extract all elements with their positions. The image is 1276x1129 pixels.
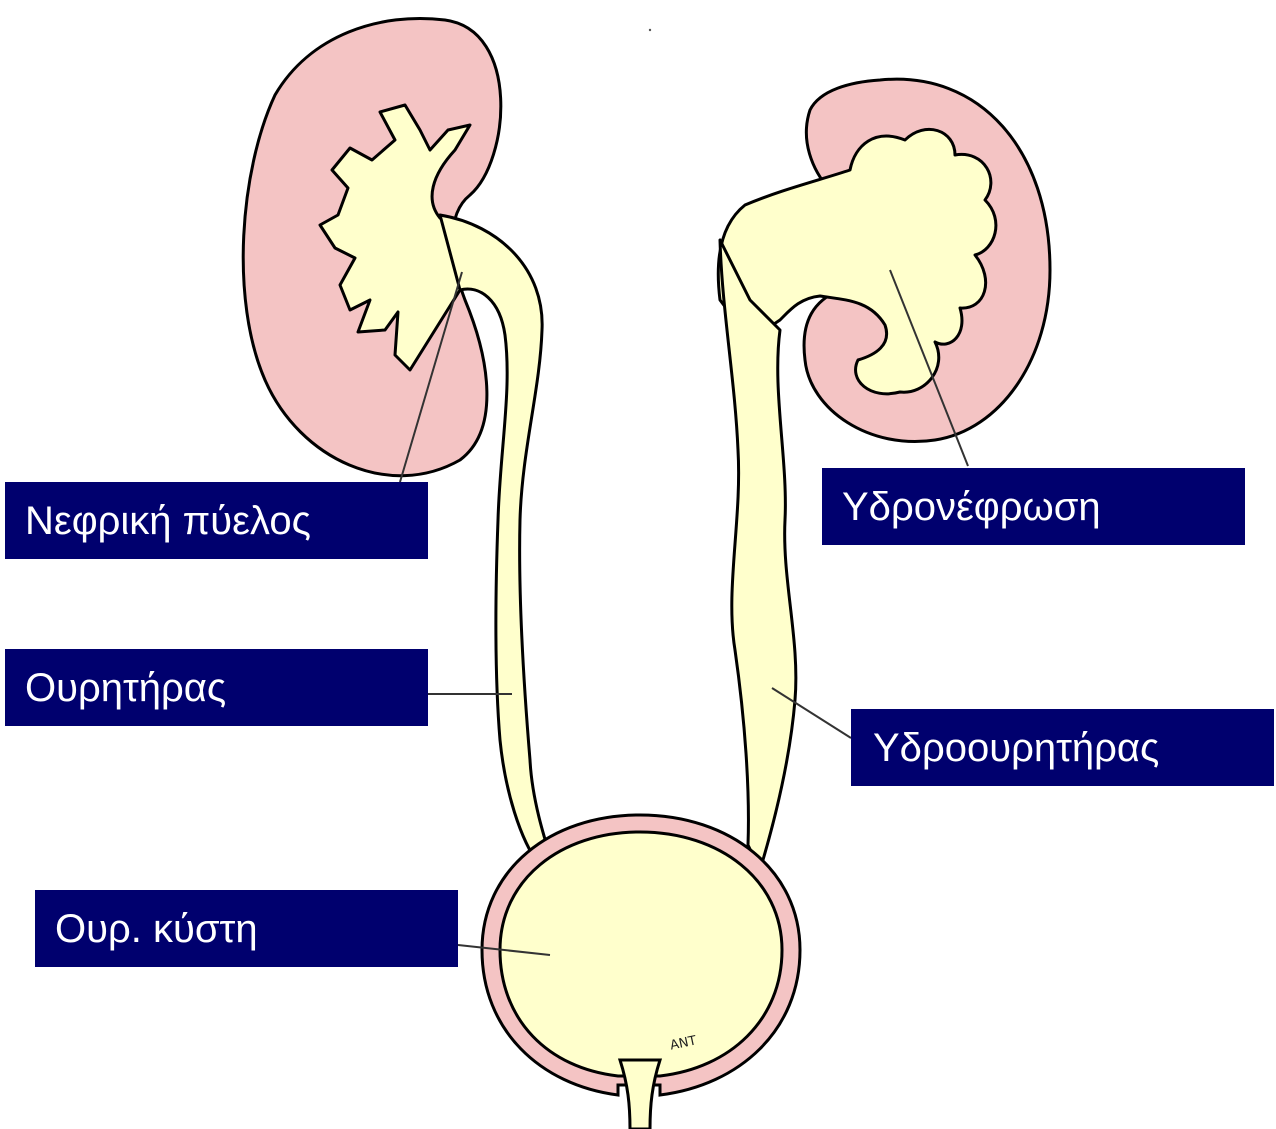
label-bladder: Ουρ. κύστη bbox=[35, 890, 458, 967]
label-hydronephrosis-text: Υδρονέφρωση bbox=[842, 487, 1101, 527]
label-renal-pelvis-text: Νεφρική πύελος bbox=[25, 501, 311, 541]
urethra bbox=[620, 1060, 660, 1129]
label-hydroureter-text: Υδροουρητήρας bbox=[873, 728, 1159, 768]
label-ureter-text: Ουρητήρας bbox=[25, 668, 226, 708]
label-hydronephrosis: Υδρονέφρωση bbox=[822, 468, 1245, 545]
label-renal-pelvis: Νεφρική πύελος bbox=[5, 482, 428, 559]
right-hydroureter bbox=[720, 240, 796, 870]
speck bbox=[649, 29, 651, 31]
label-ureter: Ουρητήρας bbox=[5, 649, 428, 726]
label-hydroureter: Υδροουρητήρας bbox=[851, 709, 1274, 786]
label-bladder-text: Ουρ. κύστη bbox=[55, 909, 258, 949]
